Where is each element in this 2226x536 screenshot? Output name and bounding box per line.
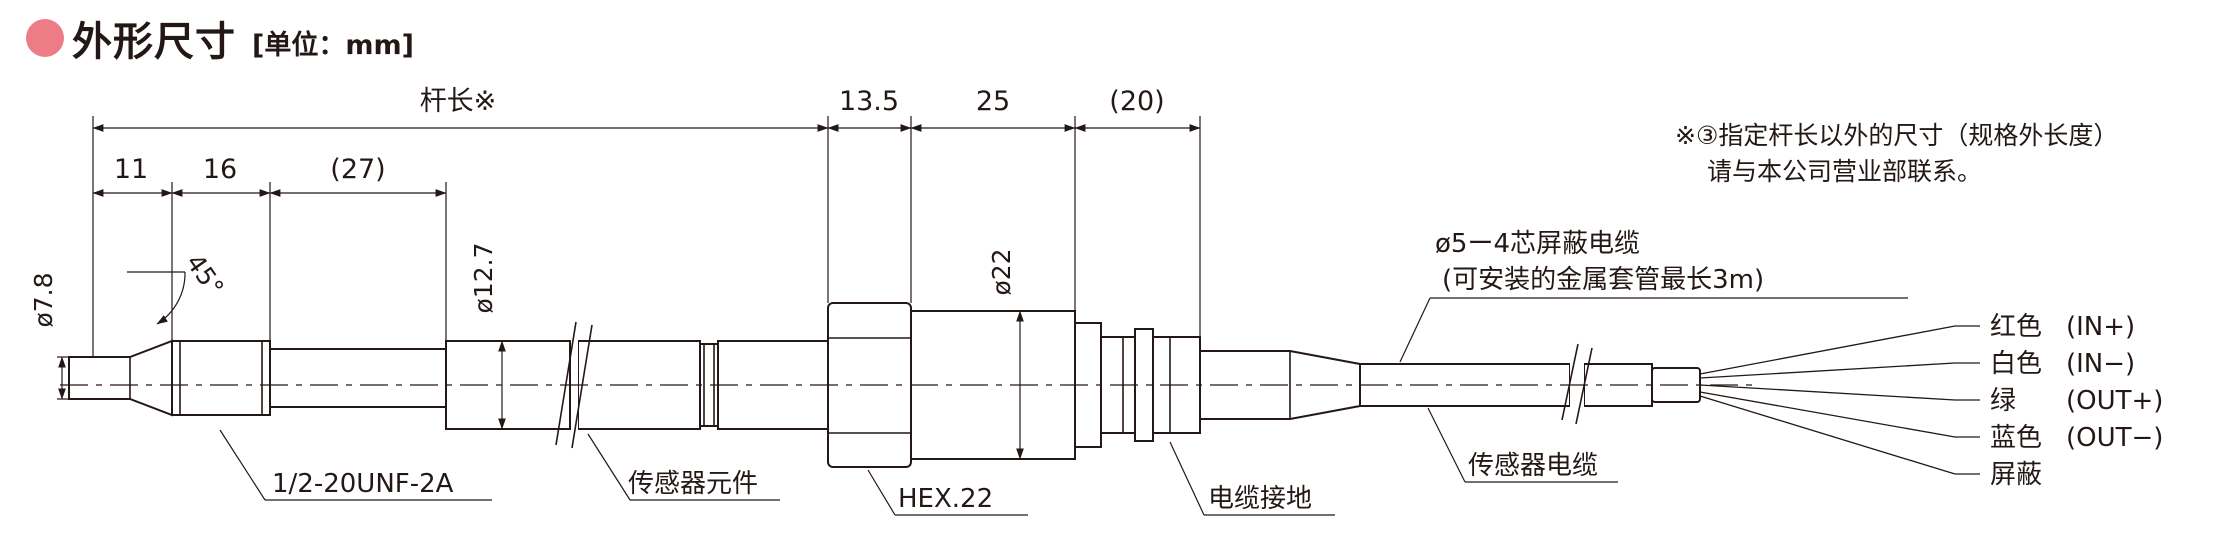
callout-sensor-cable: 传感器电缆 xyxy=(1468,451,1598,481)
callout-hex: HEX.22 xyxy=(898,484,993,514)
dim-dia-12-7: ø12.7 xyxy=(469,243,498,314)
wire-signal-label: (IN+) xyxy=(2066,312,2135,342)
cable-spec-line-2: (可安装的金属套管最长3m) xyxy=(1442,265,1764,295)
wire-color-label: 白色 xyxy=(1990,349,2042,379)
dim-13-5: 13.5 xyxy=(839,86,899,117)
callout-sensor-element: 传感器元件 xyxy=(628,469,758,499)
bullet-dot-icon xyxy=(26,19,64,57)
cable-spec-line-1: ø5ー4芯屏蔽电缆 xyxy=(1435,229,1640,259)
dim-27: (27) xyxy=(330,154,385,185)
wire-color-label: 屏蔽 xyxy=(1990,460,2042,490)
dim-dia-22: ø22 xyxy=(987,248,1016,295)
wire-color-label: 绿 xyxy=(1990,386,2016,416)
dim-25: 25 xyxy=(976,86,1010,117)
dim-16: 16 xyxy=(203,154,237,185)
wire-color-label: 蓝色 xyxy=(1990,423,2042,453)
note-line-2: 请与本公司营业部联系。 xyxy=(1707,157,1983,186)
wire-color-label: 红色 xyxy=(1990,312,2042,342)
extension-lines xyxy=(57,116,1201,460)
wire-signal-label: (IN−) xyxy=(2066,349,2135,379)
section-header: 外形尺寸 [单位：mm] xyxy=(26,8,414,68)
callout-thread: 1/2-20UNF-2A xyxy=(272,469,454,499)
dim-rod-length: 杆长※ xyxy=(420,86,497,117)
wire-signal-label: (OUT+) xyxy=(2066,386,2163,416)
leader-lines xyxy=(219,297,1908,516)
dim-20: (20) xyxy=(1109,86,1164,117)
wire-labels: 红色 (IN+) 白色 (IN−) 绿 (OUT+) 蓝色 (OUT−) 屏蔽 xyxy=(1990,312,2163,490)
unit-label: [单位：mm] xyxy=(252,29,414,61)
dim-11: 11 xyxy=(114,154,148,185)
callout-cable-ground: 电缆接地 xyxy=(1208,484,1312,514)
dim-dia-7-8: ø7.8 xyxy=(29,272,58,327)
length-note: ※③指定杆长以外的尺寸（规格外长度） 请与本公司营业部联系。 xyxy=(1675,118,2118,190)
note-line-1: ※③指定杆长以外的尺寸（规格外长度） xyxy=(1675,121,2119,150)
section-title: 外形尺寸 xyxy=(72,19,236,65)
lead-wires xyxy=(1699,325,1980,475)
wire-signal-label: (OUT−) xyxy=(2066,423,2163,453)
dim-angle-45: 45° xyxy=(180,249,229,302)
dimension-lines xyxy=(58,124,1201,460)
